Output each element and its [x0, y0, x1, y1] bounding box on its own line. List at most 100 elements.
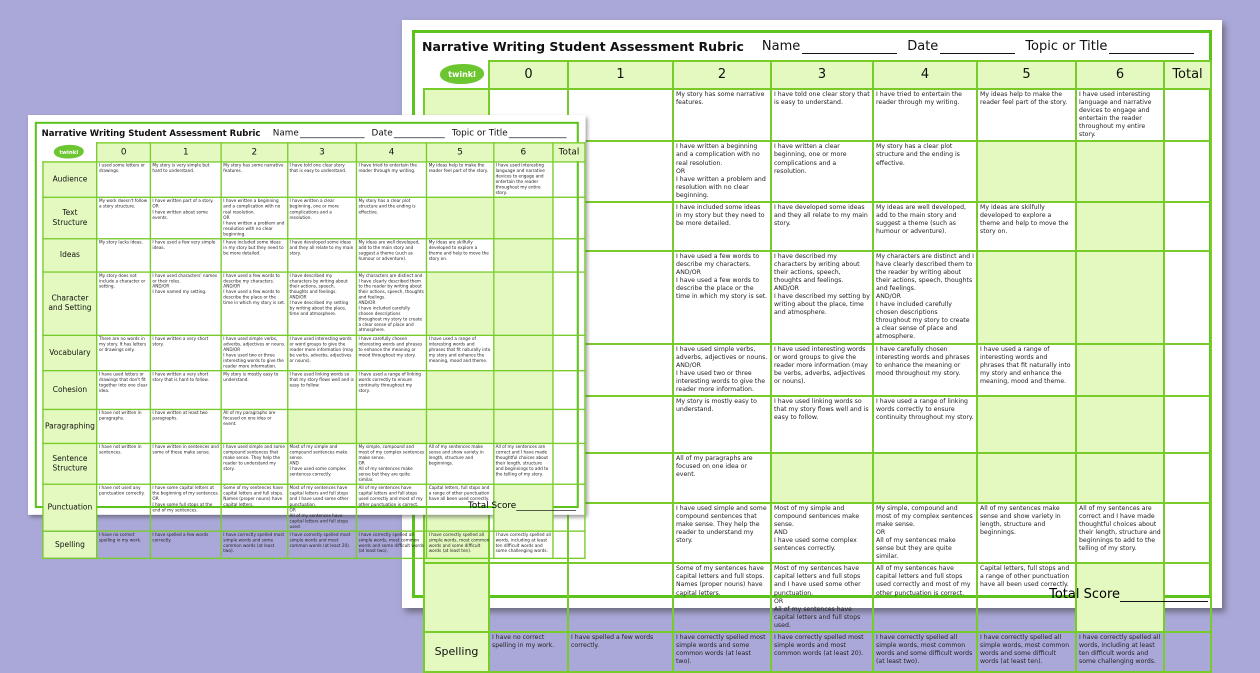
row-total-cell[interactable] [1163, 200, 1212, 252]
rubric-cell: My characters are distinct and I have cl… [872, 249, 978, 345]
field-name[interactable]: Name [762, 39, 898, 54]
field-blank-line[interactable] [300, 129, 365, 139]
total-score[interactable]: Total Score [1049, 587, 1208, 602]
field-topic-or-title[interactable]: Topic or Title [452, 128, 567, 139]
field-label: Date [371, 127, 393, 139]
rubric-cell: I have correctly spelled most simple wor… [220, 530, 289, 559]
row-total-cell[interactable] [1163, 501, 1212, 565]
rubric-row: Some of my sentences have capital letter… [423, 562, 1212, 633]
rubric-cell: I have written a very short story that i… [149, 369, 222, 411]
total-score[interactable]: Total Score [468, 501, 577, 511]
rubric-cell: I have not written in paragraphs. [96, 408, 152, 445]
rubric-cell: I have used a range of linking words cor… [872, 394, 978, 454]
rubric-cell: Capital letters, full stops and a range … [976, 562, 1077, 633]
row-total-cell[interactable] [552, 334, 586, 372]
row-total-cell[interactable] [552, 442, 586, 486]
field-blank-line[interactable] [394, 129, 446, 139]
criterion-label: Sentence Structure [42, 442, 98, 486]
rubric-cell: I have developed some ideas and they all… [770, 200, 874, 252]
field-blank-line[interactable] [802, 41, 898, 54]
rubric-cell [976, 451, 1077, 504]
rubric-cell: I have included some ideas in my story b… [672, 200, 772, 252]
field-date[interactable]: Date [907, 39, 1016, 54]
row-total-cell[interactable] [552, 271, 586, 336]
criterion-label: Paragraphing [42, 408, 98, 445]
rubric-cell: I have used a range of interesting words… [976, 342, 1077, 397]
rubric-cell: I have used simple verbs, adverbs, adjec… [220, 334, 289, 372]
rubric-cell: I have correctly spelled all simple word… [976, 630, 1077, 673]
rubric-cell: I have used letters or drawings that don… [96, 369, 152, 411]
rubric-cell: My characters are distinct and I have cl… [355, 271, 428, 336]
rubric-cell: I have developed some ideas and they all… [286, 237, 358, 273]
column-header-5: 5 [425, 142, 495, 163]
column-header-total: Total [552, 142, 586, 163]
field-name[interactable]: Name [273, 128, 365, 139]
row-total-cell[interactable] [1163, 342, 1212, 397]
rubric-cell [425, 369, 495, 411]
criterion-label: Character and Setting [42, 271, 98, 336]
rubric-cell: My story is very simple but hard to unde… [149, 161, 222, 199]
rubric-cell: My story has a clear plot structure and … [872, 140, 978, 203]
rubric-cell [1075, 249, 1165, 345]
criterion-label [423, 562, 490, 633]
row-total-cell[interactable] [552, 196, 586, 240]
column-header-6: 6 [1075, 60, 1165, 90]
rubric-cell: My story is mostly easy to understand. [672, 394, 772, 454]
rubric-cell: My story lacks ideas. [96, 237, 152, 273]
row-total-cell[interactable] [1163, 394, 1212, 454]
row-total-cell[interactable] [1163, 630, 1212, 673]
column-header-1: 1 [567, 60, 674, 90]
rubric-cell: All of my sentences make sense and show … [425, 442, 495, 486]
rubric-cell: I have spelled a few words correctly. [567, 630, 674, 673]
rubric-cell [1075, 200, 1165, 252]
rubric-title: Narrative Writing Student Assessment Rub… [41, 127, 261, 139]
field-blank-line[interactable] [509, 129, 567, 139]
rubric-cell: All of my sentences make sense and show … [976, 501, 1077, 565]
field-date[interactable]: Date [371, 127, 446, 139]
rubric-cell: I have used linking words so that my sto… [770, 394, 874, 454]
rubric-cell: I have tried to entertain the reader thr… [872, 87, 978, 143]
rubric-cell: I have correctly spelled all simple word… [872, 630, 978, 673]
rubric-cell [1075, 140, 1165, 203]
row-total-cell[interactable] [1163, 451, 1212, 504]
rubric-cell [425, 408, 495, 445]
rubric-cell: I have not written in sentences. [96, 442, 152, 486]
row-total-cell[interactable] [552, 530, 586, 559]
row-total-cell[interactable] [552, 408, 586, 445]
rubric-cell [492, 237, 554, 273]
field-topic-or-title[interactable]: Topic or Title [1025, 39, 1195, 54]
row-total-cell[interactable] [1163, 87, 1212, 143]
total-score-label: Total Score [1049, 587, 1120, 602]
total-score-line[interactable] [516, 502, 577, 511]
rubric-cell: I have used interesting language and nar… [492, 161, 554, 199]
criterion-label: Vocabulary [42, 334, 98, 372]
rubric-cell: All of my paragraphs are focused on one … [220, 408, 289, 445]
rubric-cell: I have spelled a few words correctly. [149, 530, 222, 559]
row-total-cell[interactable] [552, 161, 586, 199]
rubric-cell: My ideas help to make the reader feel pa… [976, 87, 1077, 143]
rubric-cell [976, 249, 1077, 345]
row-total-cell[interactable] [552, 237, 586, 273]
row-total-cell[interactable] [1163, 140, 1212, 203]
rubric-cell: I have written at least two paragraphs. [149, 408, 222, 445]
column-header-5: 5 [976, 60, 1077, 90]
criterion-label: Punctuation [42, 483, 98, 532]
rubric-cell: I have carefully chosen interesting word… [872, 342, 978, 397]
field-blank-line[interactable] [1109, 41, 1195, 54]
rubric-cell: I have told one clear story that is easy… [286, 161, 358, 199]
total-score-line[interactable] [1120, 589, 1208, 602]
rubric-cell [976, 394, 1077, 454]
row-total-cell[interactable] [552, 369, 586, 411]
field-blank-line[interactable] [940, 41, 1016, 54]
row-total-cell[interactable] [1163, 249, 1212, 345]
rubric-cell: My ideas are well developed, add to the … [872, 200, 978, 252]
rubric-cell: Some of my sentences have capital letter… [672, 562, 772, 633]
rubric-cell: I have included some ideas in my story b… [220, 237, 289, 273]
rubric-cell: I have written a beginning and a complic… [672, 140, 772, 203]
